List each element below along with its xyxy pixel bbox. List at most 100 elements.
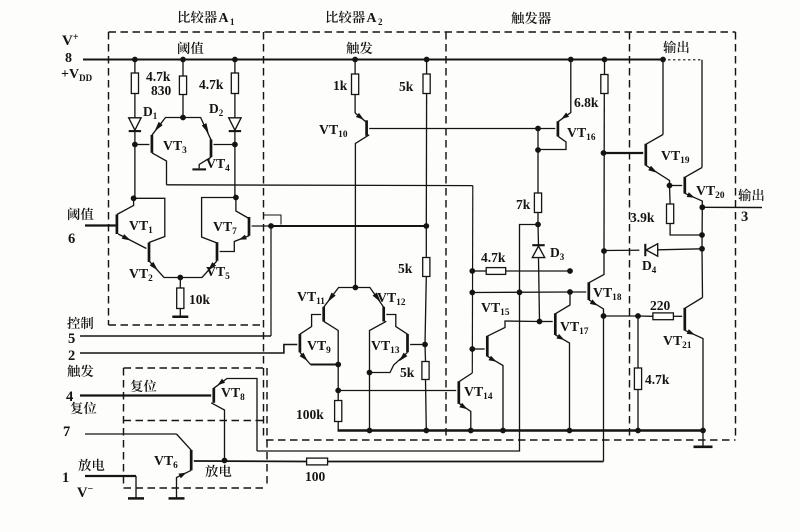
cjk-char: [93, 458, 105, 471]
wire: [176, 433, 192, 451]
wire: [116, 198, 135, 216]
vt10-label: VT10​: [319, 122, 348, 140]
res-label-1k: 1k: [333, 78, 348, 93]
junction-dot: [699, 245, 705, 252]
vt2-label: VT2​: [129, 266, 153, 284]
resistor-r-4k7-b: [230, 72, 240, 95]
emitter-arrow: [154, 121, 163, 132]
section-comparator-a1-suffix: A1​: [219, 10, 235, 27]
vt11-label: VT11​: [297, 289, 325, 307]
cjk-char: [130, 379, 143, 393]
junction-dot: [423, 427, 430, 434]
wire: [323, 286, 356, 308]
cjk-char: [352, 10, 365, 24]
resistor-r-100: [305, 457, 329, 466]
vt8-label: VT8​: [221, 385, 245, 403]
junction-dot: [469, 268, 476, 274]
wire: [386, 313, 408, 335]
junction-dot: [132, 141, 138, 148]
junction-dot: [660, 56, 666, 63]
emitter-arrow: [355, 112, 364, 120]
resistor-r-100k: [333, 399, 343, 423]
junction-dot: [366, 427, 373, 434]
label-discharge-pin1: [78, 458, 105, 472]
res-label-4k7-b: 4.7k: [199, 77, 224, 92]
res-label-3k9: 3.9k: [630, 210, 655, 225]
section-comparator-a2: [326, 10, 365, 24]
cjk-char: [338, 10, 352, 24]
wire: [198, 156, 212, 169]
pin-vdd: +VDD​: [61, 67, 93, 83]
res-label-220: 220: [650, 298, 671, 313]
vt6-label: VT6​: [154, 453, 178, 471]
wire: [684, 296, 703, 309]
res-label-4k7-out: 4.7k: [645, 372, 670, 387]
wire: [166, 184, 473, 187]
emitter-arrow: [648, 165, 658, 173]
junction-dot: [567, 56, 574, 63]
cjk-char: [67, 316, 80, 330]
cjk-char: [752, 188, 764, 202]
wire: [151, 152, 168, 185]
vt14-label: VT14​: [464, 384, 493, 402]
wire: [368, 320, 387, 373]
junction-dot: [567, 268, 573, 274]
res-label-5k-3: 5k: [400, 365, 415, 380]
wire: [471, 185, 474, 374]
junction-dot: [469, 346, 476, 352]
emitter-arrow: [121, 234, 131, 241]
wire: [257, 223, 538, 452]
junction-dot: [516, 289, 523, 296]
junction-dot: [699, 204, 706, 211]
wire: [458, 372, 473, 383]
dio-label-d4: D4​: [642, 258, 657, 275]
wire: [538, 135, 567, 151]
resistor-r-6k8: [600, 73, 609, 95]
junction-dot: [566, 427, 573, 434]
res-label-100k: 100k: [296, 407, 324, 422]
emitter-arrow: [178, 472, 187, 479]
junction-dot: [601, 56, 608, 63]
junction-dot: [635, 313, 641, 319]
dio-label-d2: D2​: [209, 101, 224, 118]
section-comparator-a1: [178, 10, 217, 24]
resistor-r-10k: [176, 287, 185, 310]
cjk-char: [205, 464, 219, 478]
junction-dot: [700, 427, 706, 434]
cjk-char: [68, 207, 80, 221]
res-label-7k: 7k: [516, 197, 531, 212]
label-reset-box: [130, 379, 157, 393]
diode-d4-triangle: [644, 242, 659, 258]
emitter-arrow: [149, 261, 158, 271]
pin-3: 3: [741, 209, 748, 225]
junction-dot: [535, 221, 541, 228]
wire: [537, 224, 540, 246]
res-label-10k: 10k: [189, 292, 211, 307]
wire: [668, 185, 671, 205]
cjk-char: [83, 401, 97, 415]
emitter-arrow: [327, 292, 336, 303]
cjk-char: [80, 364, 94, 378]
cjk-char: [346, 41, 359, 55]
junction-dot: [233, 194, 239, 201]
res-label-4k7-a: 4.7k: [146, 69, 171, 84]
cjk-char: [143, 379, 157, 393]
vt15-label: VT15​: [481, 300, 510, 318]
junction-dot: [536, 318, 543, 325]
emitter-arrow: [459, 402, 468, 410]
vt19-label: VT19​: [661, 148, 690, 166]
diode-d3-triangle: [531, 244, 546, 259]
junction-dot: [423, 223, 430, 229]
res-label-830: 830: [151, 83, 172, 98]
cjk-char: [738, 188, 751, 202]
res-label-100: 100: [305, 469, 326, 484]
junction-dot: [469, 289, 476, 296]
emitter-arrow: [217, 378, 226, 386]
wire: [80, 343, 298, 354]
junction-dot: [221, 457, 228, 464]
section-flipflop: [511, 11, 551, 25]
dio-label-d1: D1​: [143, 104, 158, 121]
wire: [645, 164, 671, 186]
cjk-char: [220, 464, 232, 477]
